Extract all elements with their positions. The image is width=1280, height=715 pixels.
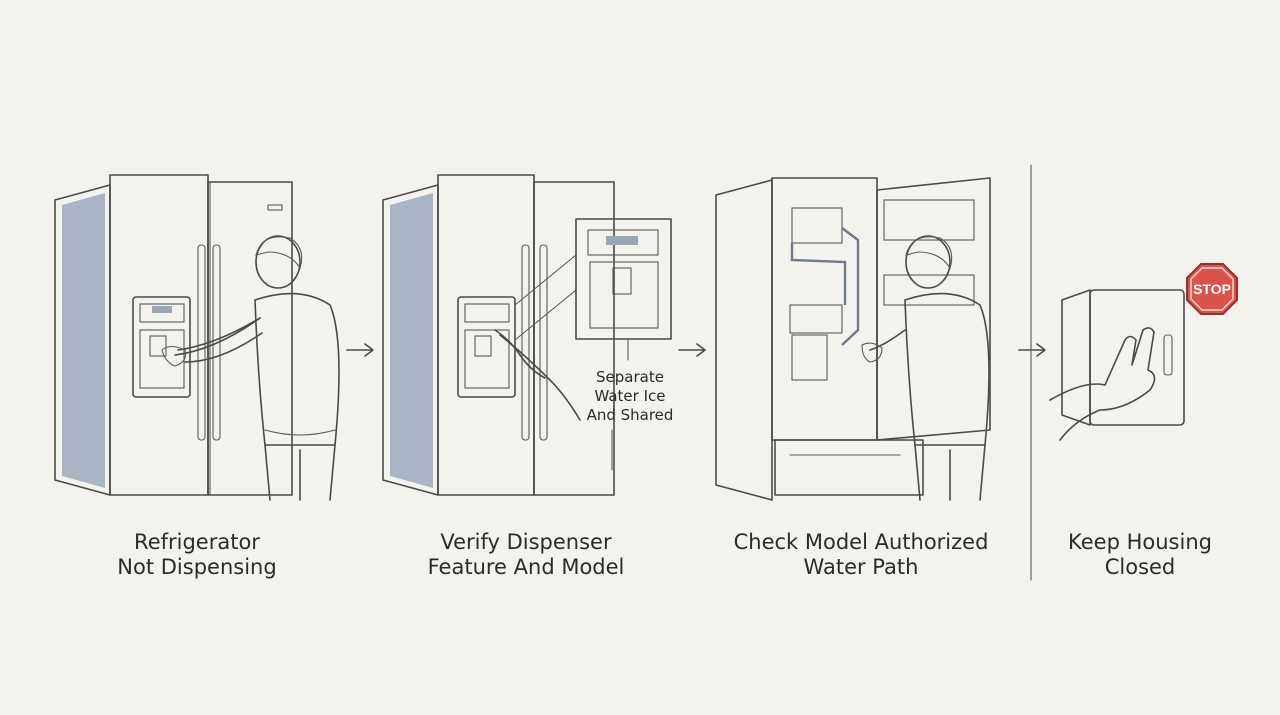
step-2-line-1: Verify Dispenser <box>440 530 612 554</box>
step-2-line-2: Feature And Model <box>427 555 625 579</box>
man-1 <box>161 235 340 501</box>
fridge-2 <box>382 174 615 496</box>
hand-4 <box>1049 327 1156 441</box>
step-1-line-2: Not Dispensing <box>117 555 277 579</box>
fridge-1 <box>54 174 293 496</box>
arrow-1 <box>346 343 374 357</box>
panel-4-illustration <box>1049 289 1185 441</box>
step-4-caption: Keep Housing Closed <box>1000 530 1280 580</box>
step-3-line-1: Check Model Authorized <box>733 530 989 554</box>
step-1-caption: Refrigerator Not Dispensing <box>57 530 337 580</box>
closed-housing <box>1061 289 1185 426</box>
zoom-callout <box>514 218 672 361</box>
callout-line-2: Water Ice <box>594 387 666 405</box>
panel-1-illustration <box>54 174 340 501</box>
water-path <box>789 207 860 381</box>
dispenser-callout-text: Separate Water Ice And Shared <box>570 368 690 425</box>
man-2-arm <box>494 329 581 421</box>
callout-line-1: Separate <box>596 368 664 386</box>
dispenser-2-highlighted <box>457 296 516 398</box>
panel-2-illustration <box>382 174 672 496</box>
stop-sign-text: STOP <box>1193 281 1231 297</box>
dispenser-1 <box>132 296 191 398</box>
panel-3-illustration <box>715 177 991 501</box>
step-3-caption: Check Model Authorized Water Path <box>721 530 1001 580</box>
callout-line-3: And Shared <box>586 406 674 424</box>
step-4-line-1: Keep Housing <box>1068 530 1212 554</box>
step-4-line-2: Closed <box>1104 555 1176 579</box>
step-3-line-2: Water Path <box>803 555 919 579</box>
step-1-line-1: Refrigerator <box>134 530 260 554</box>
arrow-3 <box>1018 343 1046 357</box>
man-3 <box>861 235 990 501</box>
step-2-caption: Verify Dispenser Feature And Model <box>386 530 666 580</box>
fridge-3-open <box>715 177 991 501</box>
stop-sign-icon: STOP <box>1186 263 1238 315</box>
arrow-2 <box>678 343 706 357</box>
